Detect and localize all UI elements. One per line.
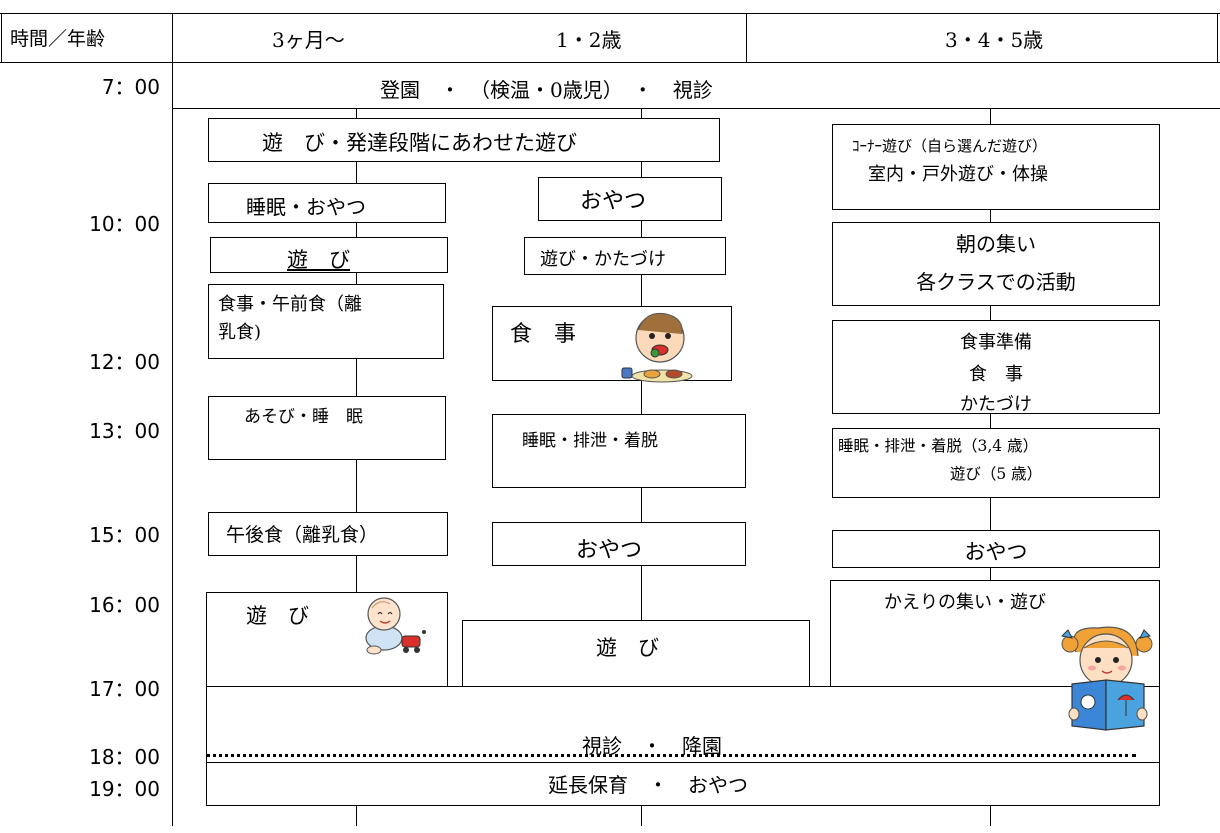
older-morning-line2: 各クラスでの活動: [916, 270, 1076, 294]
toddler-sleep-box: [492, 414, 746, 488]
time-column-divider: [172, 13, 173, 826]
arrival-text: 登園 ・ （検温・0歳児） ・ 視診: [380, 78, 713, 102]
header-3months: 3ヶ月～: [272, 28, 345, 52]
reading-girl-illustration: [1060, 626, 1153, 731]
toddler-snack2-text: おやつ: [576, 538, 643, 563]
frame-left: [1, 13, 2, 63]
infant-meal-line1: 食事・午前食（離: [218, 294, 362, 315]
crawling-baby-illustration: [365, 597, 426, 655]
time-1800: 18：00: [89, 745, 160, 769]
departure-divider: [206, 762, 1160, 763]
time-1300: 13：00: [89, 419, 160, 443]
older-corner-line1: ｺｰﾅｰ遊び（自ら選んだ遊び）: [852, 137, 1048, 155]
eating-child-illustration: [621, 312, 693, 383]
toddler-sleep-text: 睡眠・排泄・着脱: [522, 431, 658, 451]
infant-play-sleep-box: [208, 396, 446, 460]
toddler-play-tidy-text: 遊び・かたづけ: [540, 249, 666, 270]
toddler-snack2-box: [492, 522, 746, 566]
infant-afternoon-meal-text: 午後食（離乳食）: [226, 524, 379, 546]
time-1900: 19：00: [89, 777, 160, 801]
departure-box: [206, 686, 1160, 806]
infant-meal-line2: 乳食): [218, 322, 262, 343]
infant-sleep-snack-box: [208, 183, 446, 223]
infant-afternoon-meal-box: [208, 512, 448, 556]
older-sleep-box: [832, 428, 1160, 498]
older-meal-box: [832, 320, 1160, 414]
header-divider-345: [746, 13, 747, 63]
extended-care-text: 延長保育 ・ おやつ: [548, 773, 748, 797]
older-meal-line2: 食 事: [969, 364, 1023, 385]
infant-play-dev-text: 遊 び・発達段階にあわせた遊び: [262, 131, 577, 155]
infant-play2-text: 遊 び: [246, 604, 309, 628]
older-sleep-line2: 遊び（5 歳）: [949, 465, 1043, 483]
older-meal-line3: かたづけ: [960, 394, 1032, 415]
header-time-age: 時間／年齢: [10, 28, 106, 50]
toddler-snack-text: おやつ: [580, 189, 647, 214]
toddler-meal-box: [492, 306, 732, 381]
departure-dotted-line: [206, 754, 1136, 757]
time-1600: 16：00: [89, 593, 160, 617]
frame-right: [1217, 13, 1218, 63]
header-345: 3・4・5歳: [945, 28, 1044, 52]
time-1000: 10：00: [89, 212, 160, 236]
infant-play-box: [210, 237, 448, 273]
older-morning-box: [832, 222, 1160, 306]
older-meal-line1: 食事準備: [960, 332, 1032, 353]
older-snack-text: おやつ: [964, 540, 1028, 564]
header-1-2: 1・2歳: [556, 28, 622, 52]
header-bottom: [0, 62, 1220, 63]
older-morning-line1: 朝の集い: [956, 232, 1036, 256]
older-snack-box: [832, 530, 1160, 568]
infant-sleep-snack-text: 睡眠・おやつ: [246, 195, 366, 219]
time-1500: 15：00: [89, 523, 160, 547]
infant-play-sleep-text: あそび・睡 眠: [244, 407, 363, 427]
infant-play-text: 遊 び: [287, 248, 350, 272]
toddler-snack-box: [538, 177, 722, 221]
older-corner-line2: 室内・戸外遊び・体操: [868, 164, 1048, 185]
time-1700: 17：00: [89, 677, 160, 701]
toddler-play-box: [462, 620, 810, 692]
older-sleep-line1: 睡眠・排泄・着脱（3,4 歳）: [838, 437, 1039, 455]
toddler-play-text: 遊 び: [596, 636, 659, 660]
older-return-text: かえりの集い・遊び: [884, 592, 1046, 613]
infant-meal-box: [208, 284, 444, 359]
toddler-meal-text: 食 事: [510, 322, 577, 347]
table-frame: [0, 13, 1220, 833]
older-corner-box: [832, 124, 1160, 210]
time-0700: 7：00: [101, 75, 160, 99]
time-1200: 12：00: [89, 350, 160, 374]
infant-connector: [356, 108, 357, 826]
toddler-play-tidy-box: [524, 237, 726, 275]
infant-play-dev-box: [208, 118, 720, 162]
page-title-fragment: [0, 0, 560, 2]
departure-text: 視診 ・ 降園: [582, 734, 722, 758]
arrival-bottom: [172, 108, 1220, 109]
